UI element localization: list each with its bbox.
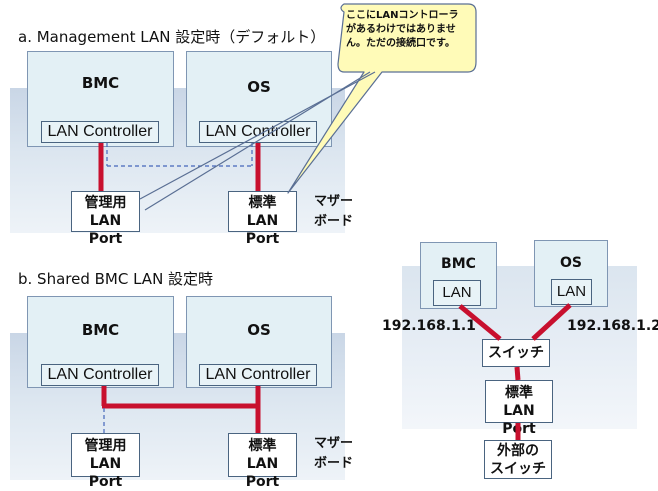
section-b-motherboard-label: マザー ボード xyxy=(314,436,354,471)
network-std-lan-port: 標準 LAN Port xyxy=(485,380,553,437)
network-os-label: OS xyxy=(560,255,582,271)
section-a-os-lan-controller: LAN Controller xyxy=(199,121,317,143)
callout-pointer-left-2 xyxy=(144,71,371,211)
network-bmc-ip: 192.168.1.1 xyxy=(382,318,476,334)
callout-text: ここにLANコントローラがあるわけではありません。ただの接続口です。 xyxy=(346,10,459,49)
section-b-title: b. Shared BMC LAN 設定時 xyxy=(18,270,214,288)
section-a-mgmt-lan-port: 管理用 LAN Port xyxy=(71,191,140,247)
network-ext-switch-line1: 外部の xyxy=(497,443,539,459)
section-a-std-lan-port: 標準 LAN Port xyxy=(228,191,297,247)
network-ext-switch-line2: スイッチ xyxy=(490,461,546,477)
section-a-bmc-label: BMC xyxy=(81,74,120,92)
section-a-std-port-line2: LAN Port xyxy=(245,213,280,247)
section-a-title: a. Management LAN 設定時（デフォルト） xyxy=(18,28,326,46)
section-a-os-label: OS xyxy=(247,78,271,96)
section-b-std-port-line1: 標準 xyxy=(248,438,277,454)
network-bmc-box: BMC xyxy=(420,242,497,309)
section-a-bmc-lan-controller: LAN Controller xyxy=(41,121,159,143)
network-os-ip: 192.168.1.2 xyxy=(567,318,658,334)
callout-bubble xyxy=(287,3,477,194)
network-os-lan: LAN xyxy=(551,279,592,305)
network-std-port-line1: 標準 xyxy=(505,385,533,401)
section-a-std-port-line1: 標準 xyxy=(248,195,277,211)
section-b-bmc-label: BMC xyxy=(81,321,120,339)
section-b-bmc-lan-controller: LAN Controller xyxy=(41,364,159,386)
section-b-os-lan-controller: LAN Controller xyxy=(199,364,317,386)
section-b-mgmt-port-line1: 管理用 xyxy=(84,438,127,454)
section-a-motherboard-label: マザー ボード xyxy=(314,194,354,229)
network-switch: スイッチ xyxy=(482,339,550,367)
section-a-mgmt-port-line1: 管理用 xyxy=(84,195,127,211)
network-bmc-to-switch xyxy=(458,304,502,341)
section-a-mgmt-port-line2: LAN Port xyxy=(88,213,123,247)
network-switch-to-port xyxy=(514,366,521,381)
network-os-to-switch xyxy=(531,303,572,341)
network-bmc-label: BMC xyxy=(441,256,476,272)
network-external-switch: 外部の スイッチ xyxy=(484,440,552,479)
network-bmc-lan: LAN xyxy=(433,280,481,306)
section-b-os-label: OS xyxy=(247,321,271,339)
